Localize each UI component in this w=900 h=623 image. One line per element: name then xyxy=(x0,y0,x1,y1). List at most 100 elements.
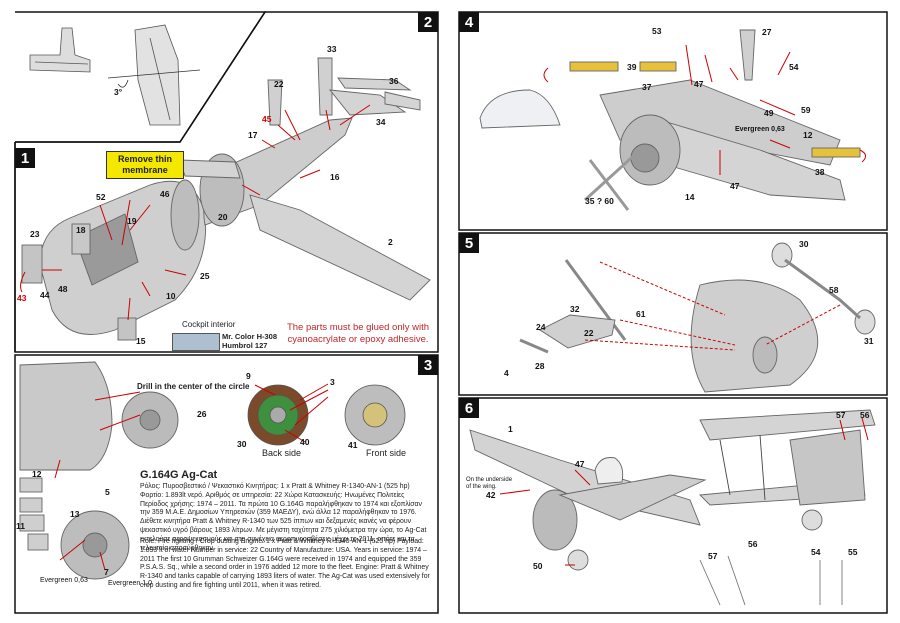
part-label: 46 xyxy=(160,189,170,199)
angle-label: 3° xyxy=(114,87,123,97)
part-label: 45 xyxy=(262,114,272,124)
part-label: 12 xyxy=(32,469,42,479)
part-label: 50 xyxy=(533,561,543,571)
part-label: 23 xyxy=(30,229,40,239)
part-label: 36 xyxy=(389,76,399,86)
color-swatch xyxy=(172,333,220,351)
part-label: 54 xyxy=(789,62,799,72)
part-label: 13 xyxy=(70,509,80,519)
step5-frame xyxy=(458,232,888,396)
greek-description: Ρόλος: Πυροσβεστικό / Ψεκαστικό Κινητήρα… xyxy=(140,483,427,552)
step5-undercarriage xyxy=(519,242,876,393)
part-label: 18 xyxy=(76,225,86,235)
part-label: 47 xyxy=(575,459,585,469)
step1-arrows xyxy=(20,199,187,321)
aircraft-title: G.164G Ag-Cat xyxy=(140,469,218,481)
glue-warning: The parts must be glued only with cyanoa… xyxy=(286,322,430,345)
step-6-badge: 6 xyxy=(459,398,479,418)
part-label: 24 xyxy=(536,322,546,332)
part-label: 16 xyxy=(330,172,340,182)
part-label: 57 xyxy=(836,410,846,420)
remove-membrane-callout: Remove thin membrane xyxy=(106,151,184,179)
cockpit-interior-caption: Cockpit interior xyxy=(182,320,236,329)
part-label: 32 xyxy=(570,304,580,314)
part-label: 25 xyxy=(200,271,210,281)
step1-fuselage xyxy=(21,179,207,341)
step4-frame xyxy=(458,11,888,231)
step6-frame xyxy=(458,397,888,614)
part-label: 15 xyxy=(136,336,146,346)
part-label: 47 xyxy=(694,79,704,89)
step-2-badge: 2 xyxy=(418,12,438,32)
color-mr-label: Mr. Color H-308 xyxy=(222,332,278,341)
english-description: Role: Fire fighting / Crop dusting Engin… xyxy=(140,538,430,589)
part-label: 55 xyxy=(848,547,858,557)
part-label: 49 xyxy=(764,108,774,118)
part-label: 22 xyxy=(584,328,594,338)
part-label: 30 xyxy=(799,239,809,249)
part-label: 5 xyxy=(105,487,110,497)
drill-note: Drill in the center of the circle xyxy=(137,382,250,391)
part-label: 1 xyxy=(508,424,513,434)
part-label: 34 xyxy=(376,117,386,127)
evergreen-label: Evergreen 0,63 xyxy=(735,126,785,133)
part-label: 20 xyxy=(218,212,228,222)
part-label: 14 xyxy=(685,192,695,202)
part-label: 44 xyxy=(40,290,50,300)
part-label: 3 xyxy=(330,377,335,387)
part-label: 37 xyxy=(642,82,652,92)
part-label: 2 xyxy=(388,237,393,247)
part-label: 17 xyxy=(248,130,258,140)
part-label: 9 xyxy=(246,371,251,381)
back-side-caption: Back side xyxy=(262,448,302,458)
part-label: 12 xyxy=(803,130,813,140)
part-label: 4 xyxy=(504,368,509,378)
front-side-caption: Front side xyxy=(366,448,407,458)
part-label: 31 xyxy=(864,336,874,346)
step5-arrows xyxy=(584,261,841,351)
part-label: 41 xyxy=(348,440,358,450)
step2-aircraft xyxy=(179,57,431,301)
step4-arrows xyxy=(543,44,866,175)
step3-engine xyxy=(19,361,179,580)
part-label: 53 xyxy=(652,26,662,36)
part-label: 35 ? 60 xyxy=(585,196,614,206)
step3-arrows xyxy=(54,383,329,571)
evergreen-063-label: Evergreen 0,63 xyxy=(40,577,88,584)
part-label: 52 xyxy=(96,192,106,202)
tail-sketch-left xyxy=(29,27,91,73)
part-label: 39 xyxy=(627,62,637,72)
part-label: 7 xyxy=(104,567,109,577)
part-label: 47 xyxy=(730,181,740,191)
tail-sketch-right xyxy=(107,24,201,126)
step6-aircraft xyxy=(469,409,876,606)
step-5-badge: 5 xyxy=(459,233,479,253)
part-label: 38 xyxy=(815,167,825,177)
step4-aircraft xyxy=(479,29,861,211)
step-4-badge: 4 xyxy=(459,12,479,32)
part-label: 61 xyxy=(636,309,646,319)
part-label: 40 xyxy=(300,437,310,447)
part-label: 57 xyxy=(708,551,718,561)
part-label: 56 xyxy=(748,539,758,549)
part-label: 28 xyxy=(535,361,545,371)
part-label: 58 xyxy=(829,285,839,295)
step2-arrows xyxy=(241,104,371,196)
part-label: 19 xyxy=(127,216,137,226)
part-label: 26 xyxy=(197,409,207,419)
step-1-badge: 1 xyxy=(15,148,35,168)
part-label: 27 xyxy=(762,27,772,37)
step3-frame xyxy=(14,354,439,614)
part-label: 30 xyxy=(237,439,247,449)
part-label: 33 xyxy=(327,44,337,54)
part-label: 48 xyxy=(58,284,68,294)
part-label: 11 xyxy=(16,521,25,531)
step3-back-radial xyxy=(247,384,309,446)
step-3-badge: 3 xyxy=(418,355,438,375)
part-label: 42 xyxy=(486,490,496,500)
evergreen-10-label: Evergreen 1,0 xyxy=(108,580,152,587)
part-label: 43 xyxy=(17,293,27,303)
part-label: 54 xyxy=(811,547,821,557)
color-humbrol-label: Humbrol 127 xyxy=(222,341,268,350)
